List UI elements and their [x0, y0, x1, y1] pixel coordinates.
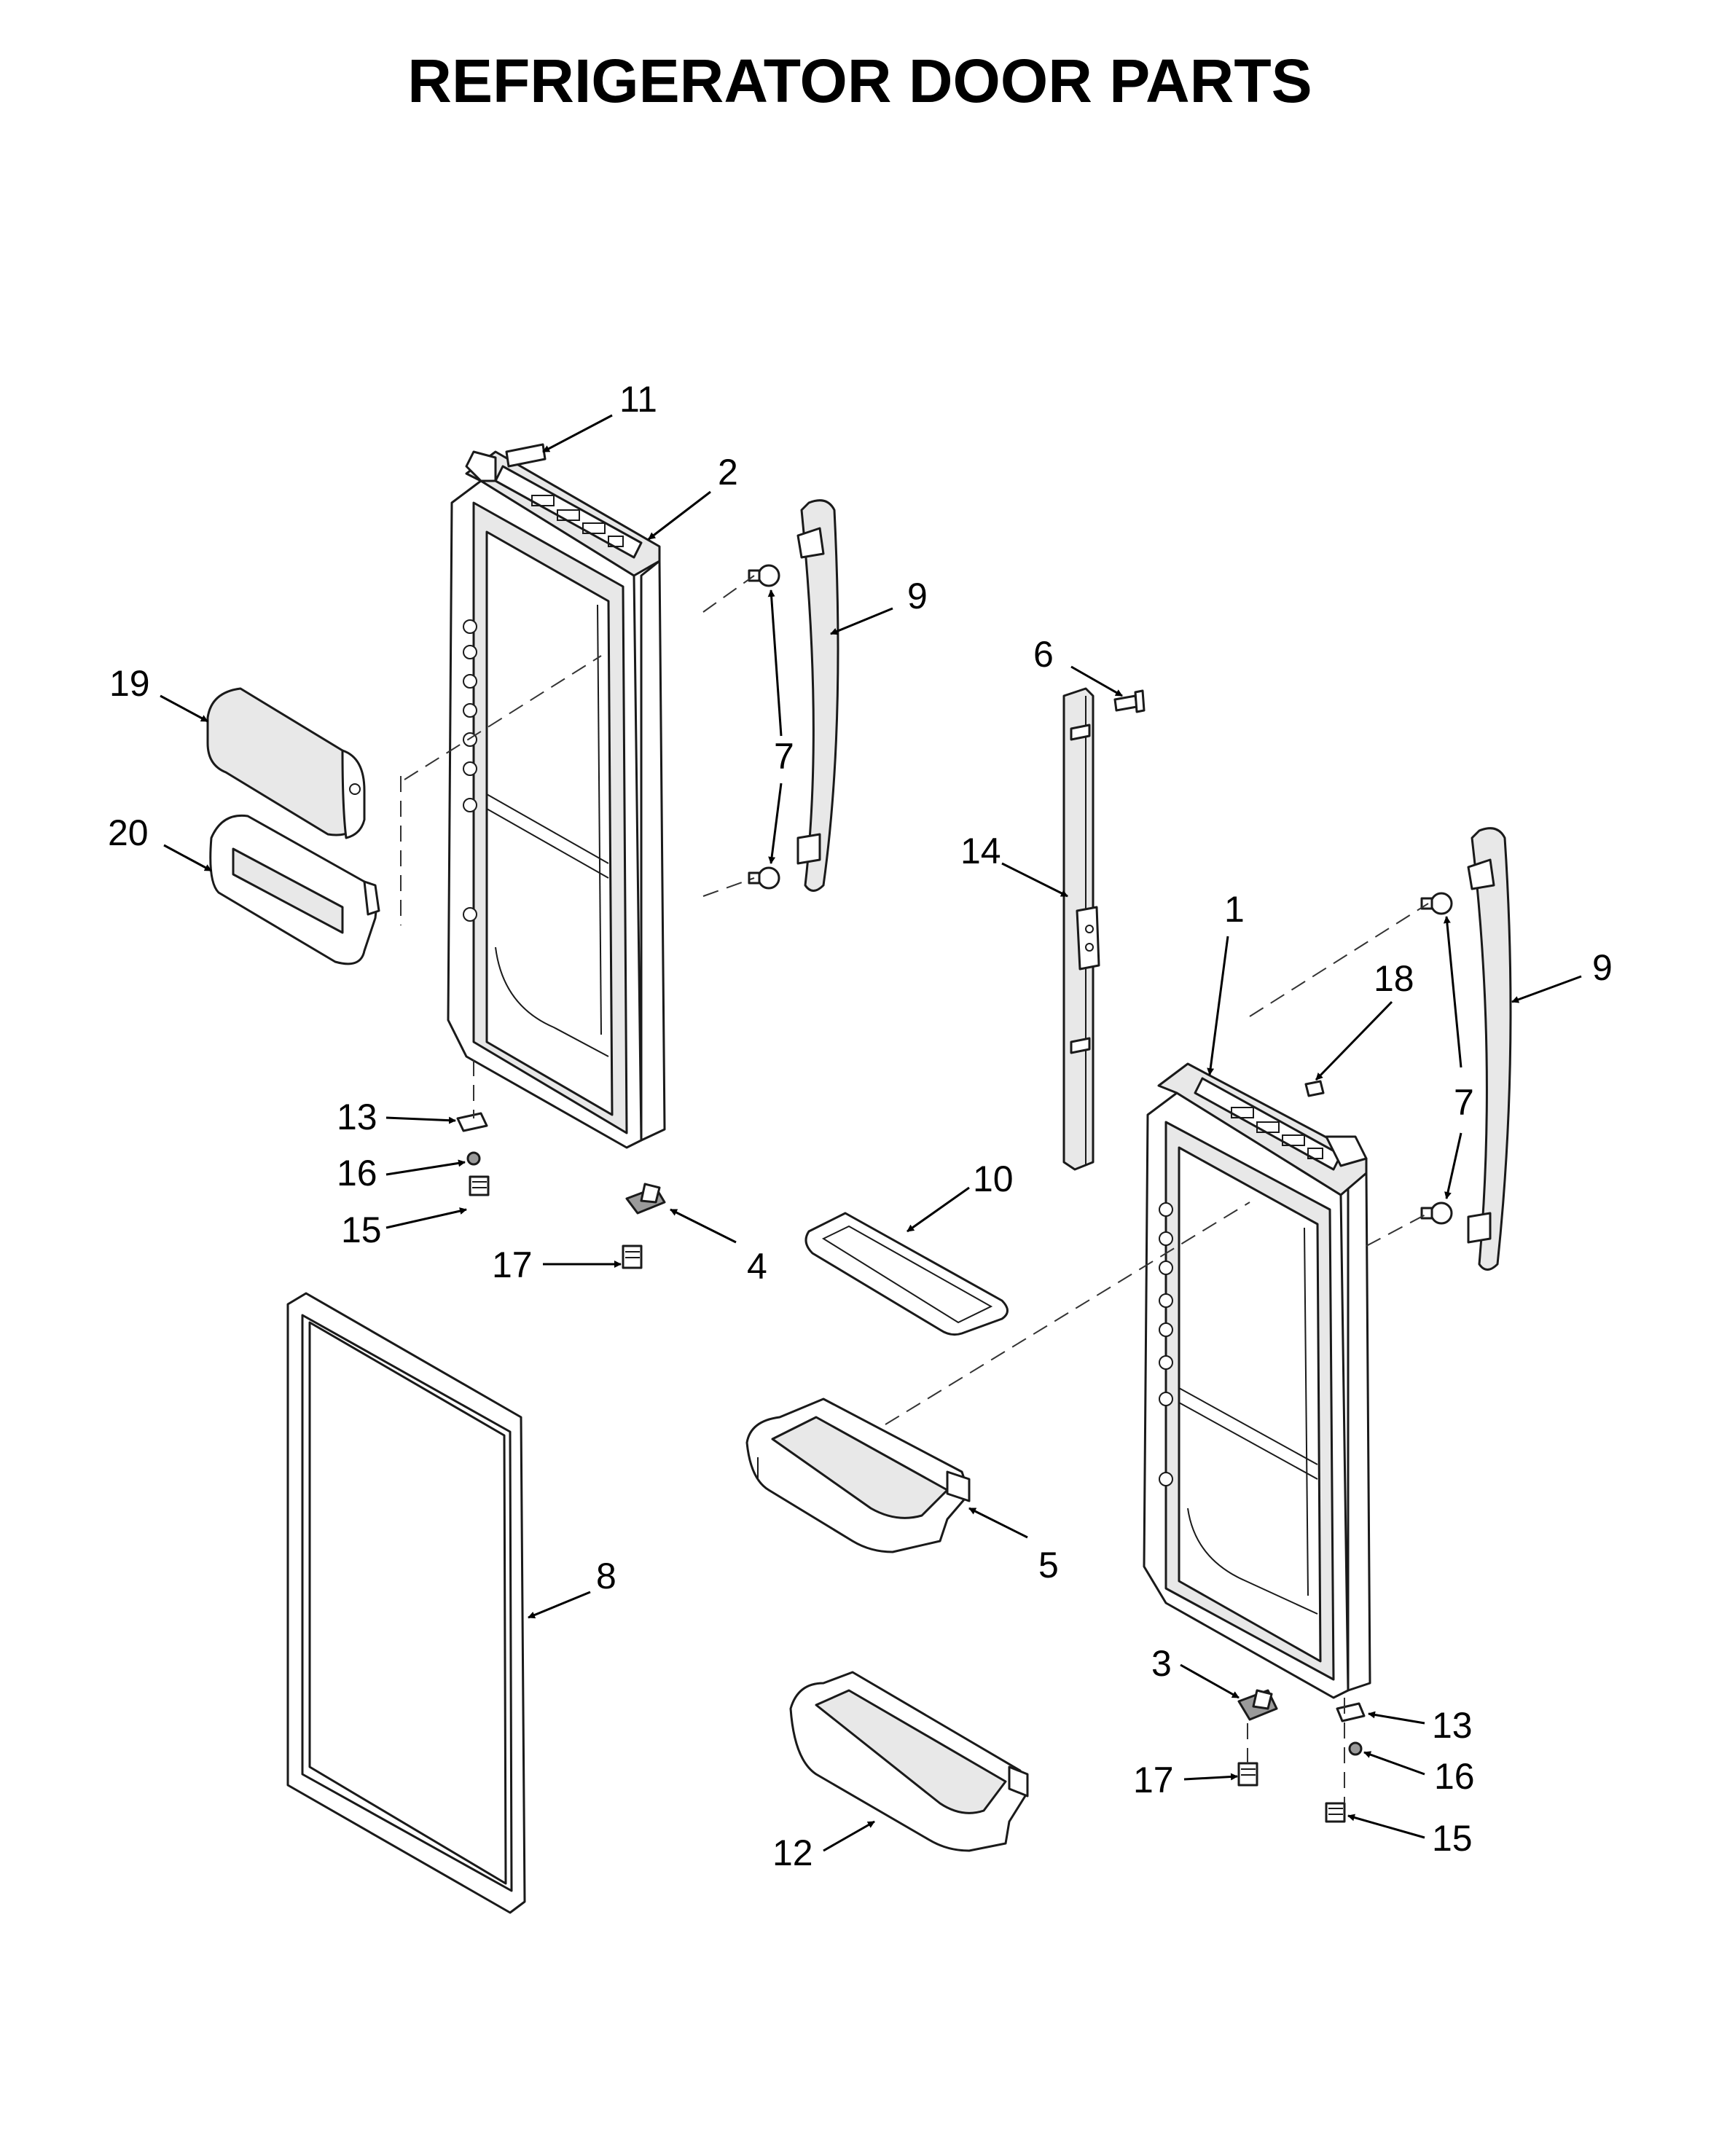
callout-7-left: 7: [774, 736, 794, 777]
callout-13-right: 13: [1432, 1705, 1473, 1746]
callout-9-left: 9: [907, 576, 928, 616]
dairy-bin: [209, 814, 380, 965]
callout-14: 14: [960, 831, 1001, 871]
screw-right: [1325, 1802, 1346, 1823]
screw-left: [469, 1175, 490, 1196]
washer-left: [466, 1151, 481, 1166]
right-lower-hinge: [1237, 1689, 1278, 1721]
callout-15-right: 15: [1432, 1818, 1473, 1859]
callout-11: 11: [619, 379, 657, 420]
door-stop-bracket-left: [456, 1112, 488, 1132]
page-title: REFRIGERATOR DOOR PARTS: [407, 47, 1312, 115]
callout-19: 19: [109, 663, 150, 704]
callout-17-left: 17: [492, 1244, 533, 1285]
callout-16-left: 16: [337, 1153, 377, 1193]
washer-right: [1348, 1741, 1363, 1756]
left-door-liner: [447, 450, 666, 1149]
door-gasket: [286, 1292, 526, 1914]
hinge-screw-right: [1237, 1762, 1258, 1787]
left-door-handle: [796, 499, 839, 892]
callout-17-right: 17: [1133, 1760, 1174, 1800]
callout-8: 8: [596, 1556, 616, 1596]
door-bin-small: [789, 1671, 1029, 1852]
door-stop-bracket-right: [1336, 1702, 1366, 1722]
callout-13-left: 13: [337, 1097, 377, 1137]
callout-16-right: 16: [1434, 1756, 1475, 1797]
callout-18: 18: [1374, 958, 1414, 999]
bin-cover: [804, 1212, 1009, 1336]
callout-9-right: 9: [1592, 947, 1613, 988]
door-bin-large: [745, 1398, 971, 1553]
dairy-door-cover: [206, 687, 366, 839]
callout-labels: 11 2 9 7 19 20 6 14 1 18 9 7 13 16 15 17…: [108, 379, 1613, 1873]
callout-20: 20: [108, 812, 149, 853]
callout-2: 2: [718, 452, 738, 493]
handle-mounting-studs: [748, 564, 1453, 1225]
callout-6: 6: [1033, 634, 1054, 675]
hole-plug: [1304, 1080, 1325, 1097]
left-lower-hinge: [625, 1183, 666, 1215]
callout-3: 3: [1151, 1643, 1172, 1684]
callout-10: 10: [973, 1159, 1014, 1199]
right-door-liner: [1143, 1062, 1371, 1699]
callout-5: 5: [1038, 1545, 1059, 1585]
callout-leaders: [160, 414, 1582, 1852]
callout-7-right: 7: [1454, 1082, 1474, 1123]
door-label: [505, 443, 547, 468]
callout-4: 4: [747, 1246, 767, 1287]
hinge-screw-left: [622, 1244, 643, 1269]
callout-12: 12: [772, 1832, 813, 1873]
callout-15-left: 15: [341, 1210, 382, 1250]
right-door-handle: [1467, 827, 1512, 1271]
mullion-screw: [1113, 689, 1146, 713]
callout-1: 1: [1224, 889, 1245, 930]
alignment-lines: [400, 575, 1429, 1803]
center-mullion: [1062, 687, 1100, 1171]
